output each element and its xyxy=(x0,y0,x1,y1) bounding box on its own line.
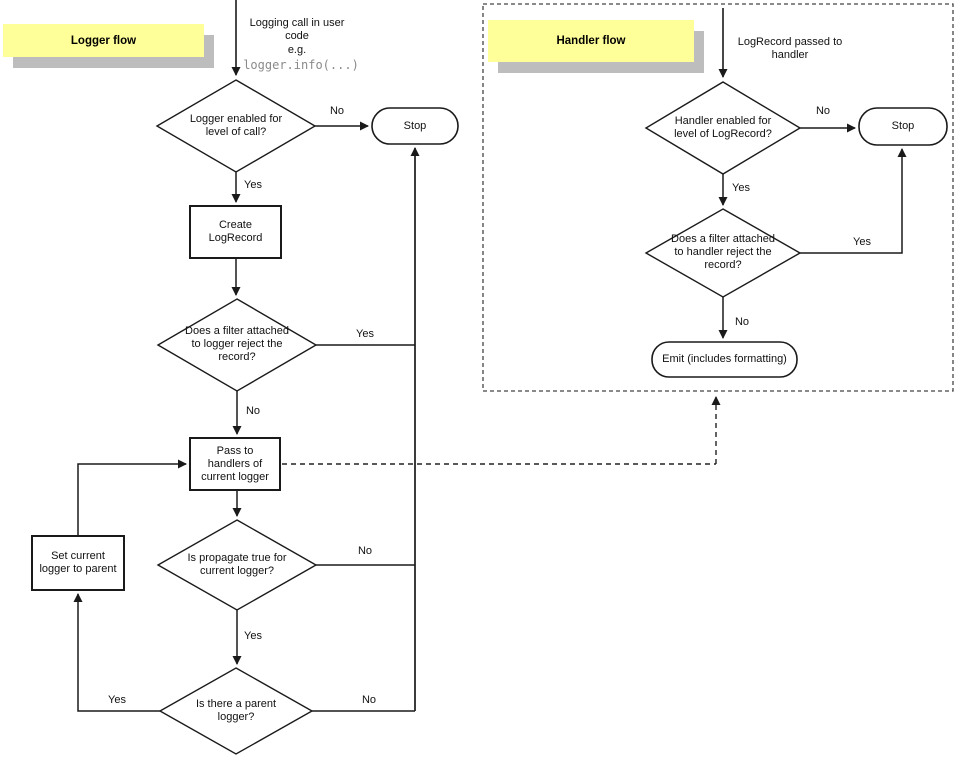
handler-level-decision-label: Handler enabled for level of LogRecord? xyxy=(674,115,772,140)
node-emit xyxy=(651,341,798,378)
handler-flow-title: Handler flow xyxy=(488,20,694,62)
edge-set-parent-to-pass xyxy=(77,459,187,536)
parent-no-label: No xyxy=(361,694,377,706)
handler-level-no-label: No xyxy=(815,105,831,117)
create-logrecord-label: Create LogRecord xyxy=(208,219,263,244)
logger-level-decision-label: Logger enabled for level of call? xyxy=(189,113,283,138)
handler-level-yes-label: Yes xyxy=(732,182,750,194)
node-pass-to-handlers xyxy=(189,437,281,491)
edge-handler-filter-yes-to-stop xyxy=(800,148,907,254)
edge-parent-yes-to-set-parent xyxy=(73,593,160,712)
emit-label: Emit (includes formatting) xyxy=(662,353,787,365)
logger-filter-yes-label: Yes xyxy=(356,328,374,340)
node-parent-decision xyxy=(158,667,314,755)
set-current-logger-label: Set current logger to parent xyxy=(39,550,117,575)
logger-filter-decision-label: Does a filter attached to logger reject … xyxy=(185,325,289,363)
logger-level-yes-label: Yes xyxy=(244,179,262,191)
parent-decision-label: Is there a parent logger? xyxy=(195,698,277,723)
logger-entry-eg: e.g. xyxy=(287,44,307,56)
propagate-decision-label: Is propagate true for current logger? xyxy=(187,552,287,577)
logger-entry-code: logger.info(...) xyxy=(243,58,359,72)
handler-filter-yes-label: Yes xyxy=(853,236,871,248)
propagate-yes-label: Yes xyxy=(244,630,262,642)
node-handler-stop xyxy=(858,107,948,146)
handler-stop-label: Stop xyxy=(891,120,915,132)
handler-entry-note: LogRecord passed to handler xyxy=(737,36,843,61)
handler-filter-no-label: No xyxy=(734,316,750,328)
handler-flow-boundary xyxy=(482,3,954,392)
logger-filter-no-label: No xyxy=(245,405,261,417)
logger-entry-note: Logging call in user code xyxy=(249,17,345,42)
propagate-no-label: No xyxy=(357,545,373,557)
logger-level-no-label: No xyxy=(329,105,345,117)
node-logger-stop xyxy=(371,107,459,145)
parent-yes-label: Yes xyxy=(108,694,126,706)
logger-flow-title: Logger flow xyxy=(3,24,204,57)
handler-filter-decision-label: Does a filter attached to handler reject… xyxy=(671,233,775,271)
pass-to-handlers-label: Pass to handlers of current logger xyxy=(201,444,269,483)
node-set-current-logger xyxy=(31,535,125,591)
logger-stop-label: Stop xyxy=(403,119,427,132)
